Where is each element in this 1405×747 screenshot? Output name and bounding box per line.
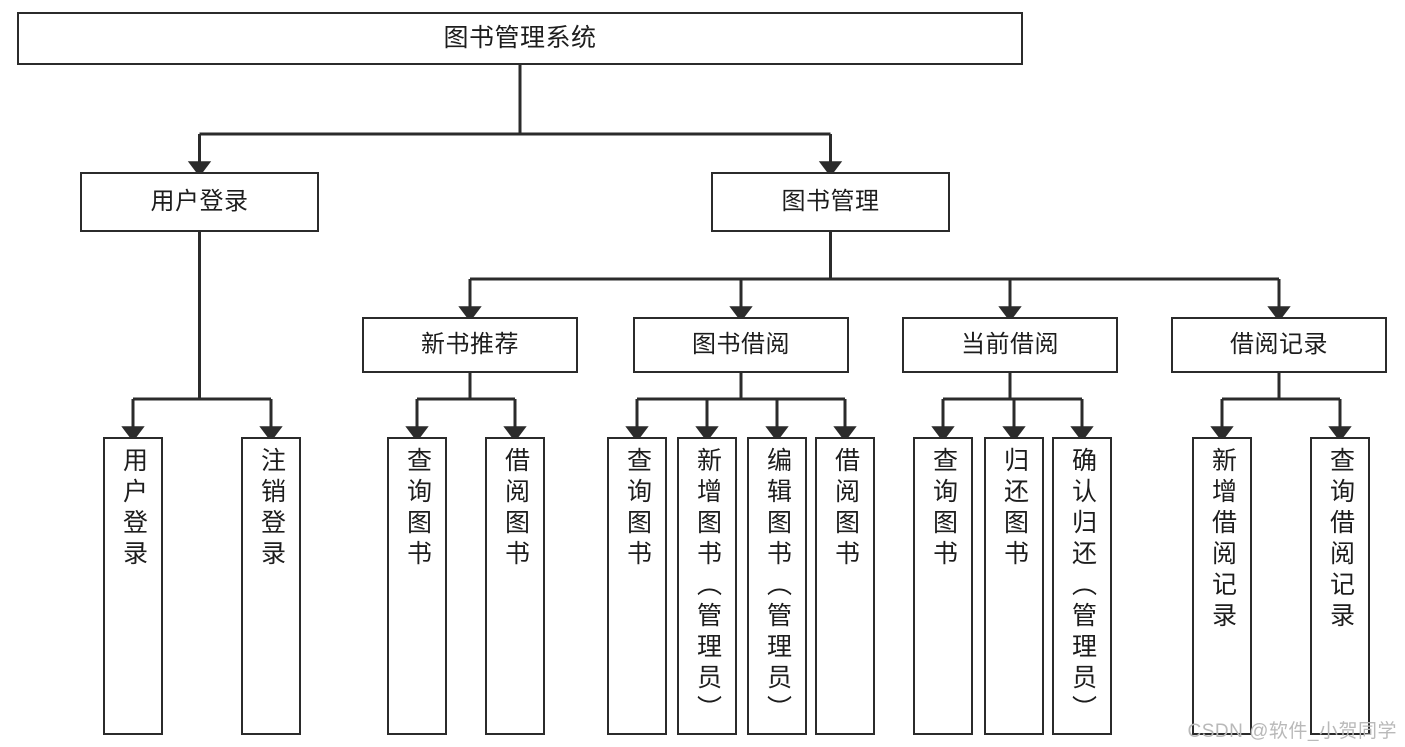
node-leaf-return-book[interactable]: 归还图书: [984, 437, 1044, 735]
node-leaf-user-login[interactable]: 用户登录: [103, 437, 163, 735]
node-label: 注销登录: [257, 447, 286, 571]
node-leaf-borrow-book-1[interactable]: 借阅图书: [485, 437, 545, 735]
node-label: 新书推荐: [421, 331, 519, 359]
node-label: 新增图书（管理员）: [693, 447, 722, 726]
node-label: 当前借阅: [961, 331, 1059, 359]
node-leaf-add-book[interactable]: 新增图书（管理员）: [677, 437, 737, 735]
node-label: 查询图书: [403, 447, 432, 571]
node-leaf-query-book-3[interactable]: 查询图书: [913, 437, 973, 735]
node-label: 用户登录: [119, 447, 148, 571]
node-label: 图书借阅: [692, 331, 790, 359]
node-leaf-edit-book[interactable]: 编辑图书（管理员）: [747, 437, 807, 735]
node-label: 借阅记录: [1230, 331, 1328, 359]
node-leaf-query-book-1[interactable]: 查询图书: [387, 437, 447, 735]
node-leaf-add-record[interactable]: 新增借阅记录: [1192, 437, 1252, 735]
csdn-watermark: CSDN @软件_小贺同学: [1187, 721, 1397, 742]
node-book-borrow[interactable]: 图书借阅: [633, 317, 849, 373]
node-label: 编辑图书（管理员）: [763, 447, 792, 726]
node-current-borrow[interactable]: 当前借阅: [902, 317, 1118, 373]
node-label: 归还图书: [1000, 447, 1029, 571]
node-leaf-confirm-return[interactable]: 确认归还（管理员）: [1052, 437, 1112, 735]
node-label: 查询图书: [929, 447, 958, 571]
node-label: 新增借阅记录: [1208, 447, 1237, 633]
node-label: 查询借阅记录: [1326, 447, 1355, 633]
node-user-login[interactable]: 用户登录: [80, 172, 319, 232]
node-leaf-logout[interactable]: 注销登录: [241, 437, 301, 735]
node-root[interactable]: 图书管理系统: [17, 12, 1023, 65]
node-label: 确认归还（管理员）: [1068, 447, 1097, 726]
node-label: 查询图书: [623, 447, 652, 571]
node-leaf-query-record[interactable]: 查询借阅记录: [1310, 437, 1370, 735]
node-borrow-record[interactable]: 借阅记录: [1171, 317, 1387, 373]
node-label: 图书管理系统: [443, 24, 597, 53]
node-label: 借阅图书: [831, 447, 860, 571]
node-label: 用户登录: [150, 188, 249, 216]
node-label: 图书管理: [781, 188, 880, 216]
node-book-manage[interactable]: 图书管理: [711, 172, 950, 232]
node-new-book-rec[interactable]: 新书推荐: [362, 317, 578, 373]
node-leaf-query-book-2[interactable]: 查询图书: [607, 437, 667, 735]
node-label: 借阅图书: [501, 447, 530, 571]
node-leaf-borrow-book-2[interactable]: 借阅图书: [815, 437, 875, 735]
